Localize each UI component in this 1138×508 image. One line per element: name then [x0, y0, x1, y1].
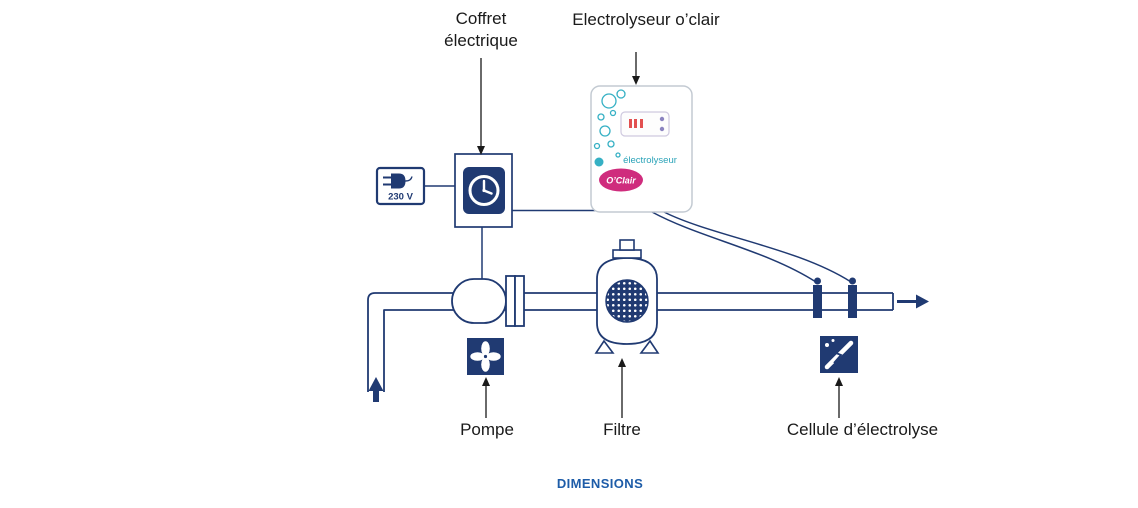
cell-terminal-1: [814, 277, 821, 285]
arrow-pompe-head: [482, 377, 490, 386]
arrow-coffret-head: [477, 146, 485, 155]
wire-device-to-cell-1: [651, 211, 817, 283]
device-housing: [590, 85, 693, 213]
flow-arrow-right-icon: [916, 294, 929, 309]
flow-arrow-up-icon: [368, 377, 384, 391]
device-bubbles: [593, 89, 626, 158]
brand-badge: [599, 168, 643, 192]
label-electrolyseur: Electrolyseur o’clair: [572, 10, 720, 29]
label-cellule-electrolyse: Cellule d’électrolyse: [786, 420, 939, 439]
flow-arrows: [368, 294, 929, 402]
pump-flange-1: [505, 275, 516, 327]
filter-cap-base: [612, 249, 642, 259]
cell-terminal-2: [849, 277, 856, 285]
device-display: [620, 111, 670, 137]
pump-flange-2: [514, 275, 525, 327]
voltage-label: 230 V: [388, 192, 413, 203]
filter-tank: [594, 239, 660, 354]
label-coffret-line2: électrique: [444, 31, 518, 50]
cell-connector-1: [813, 285, 822, 318]
pipe-network: [367, 292, 894, 392]
label-coffret-electrique: Coffret électrique: [421, 8, 541, 52]
label-filtre: Filtre: [603, 420, 641, 439]
wire-device-to-cell-2: [663, 211, 852, 283]
mesh-icon: [605, 279, 649, 323]
wiring: [424, 185, 852, 283]
electrolysis-cell: [813, 277, 857, 318]
electrolyser-device: électrolyseur O’Clair: [590, 85, 693, 213]
arrow-electrolyseur-head: [632, 76, 640, 85]
flow-arrow-up-stem: [373, 391, 379, 402]
clock-icon: [468, 175, 500, 206]
filter-leg-left: [594, 339, 615, 354]
pump-icon: [467, 338, 504, 375]
label-dimensions: DIMENSIONS: [556, 476, 644, 491]
electrical-box: [454, 153, 513, 228]
label-pompe: Pompe: [460, 420, 514, 439]
pointer-arrows: [477, 52, 843, 418]
pipe-bottom-and-elbow-inner: [383, 309, 893, 392]
pump-body: [451, 275, 525, 327]
brand-name: O’Clair: [606, 176, 636, 186]
device-product-name: électrolyseur: [623, 155, 677, 166]
cell-connector-2: [848, 285, 857, 318]
cell-icon: [820, 336, 858, 373]
fan-icon: [470, 341, 501, 372]
power-supply-230v: 230 V: [375, 166, 426, 206]
pump-capsule: [451, 278, 507, 324]
label-coffret-line1: Coffret: [455, 9, 507, 28]
plug-icon: [383, 173, 413, 189]
filter-cap-stem: [619, 239, 635, 251]
pipe-top-and-elbow-outer: [367, 292, 893, 392]
arrow-filtre-head: [618, 358, 626, 367]
arrow-cellule-head: [835, 377, 843, 386]
device-button: [594, 157, 604, 167]
spark-icon: [824, 339, 854, 370]
filter-leg-right: [639, 339, 660, 354]
